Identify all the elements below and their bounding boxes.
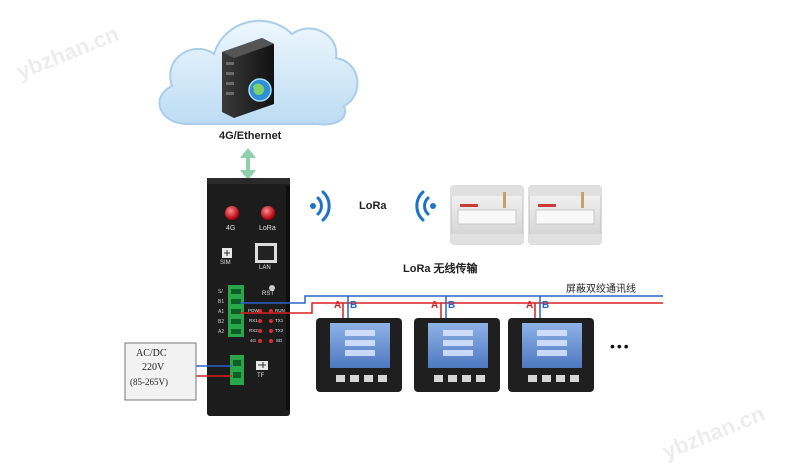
lan-label: LAN (259, 265, 271, 271)
status-leds (258, 309, 273, 343)
tx2-label: TX2 (275, 328, 284, 333)
led-4g-label: 4G (226, 225, 236, 232)
terminal-pin-labels: S/ B1 A1 B2 A2 (218, 289, 224, 335)
cloud-label: 4G/Ethernet (219, 130, 282, 142)
svg-text:A2: A2 (218, 329, 224, 335)
meter2-a-label: A (431, 300, 439, 311)
lora-module-2 (528, 185, 602, 245)
led-lora-label: LoRa (259, 225, 276, 232)
bus-cable-label: 屏蔽双绞通讯线 (566, 284, 636, 295)
bidirectional-arrow-icon (240, 148, 256, 180)
meter3-a-label: A (526, 300, 534, 311)
sd-label: SD (276, 338, 283, 343)
svg-text:B1: B1 (218, 299, 224, 305)
rs485-bus (240, 295, 663, 322)
tf-slot-icon (256, 361, 268, 370)
wireless-signal-icon (310, 190, 331, 222)
rst-label: RST (262, 291, 274, 297)
tf-label: TF (257, 373, 265, 379)
run-label: RUN (275, 308, 285, 313)
rx2-label: RX2 (249, 328, 258, 333)
meter3-b-label: B (542, 300, 550, 311)
power-line3: (85-265V) (130, 377, 168, 387)
lora-module-1 (450, 185, 524, 245)
meter1-a-label: A (334, 300, 342, 311)
terminal-block-icon (228, 285, 244, 337)
power-terminal-icon (230, 355, 244, 385)
power-meter-3 (508, 318, 594, 392)
wireless-signal-icon-2 (415, 190, 436, 222)
sim-slot-icon (222, 248, 232, 258)
more-devices-ellipsis: ••• (610, 338, 631, 354)
meter2-b-label: B (448, 300, 456, 311)
power-meter-1 (316, 318, 402, 392)
gateway-device (207, 178, 290, 416)
lan-port-icon (255, 243, 277, 263)
pow-label: POW (248, 308, 259, 313)
diagram-canvas: S/ B1 A1 B2 A2 (13, 19, 769, 465)
tx1-label: TX1 (275, 318, 284, 323)
diagram-svg: S/ B1 A1 B2 A2 (124, 19, 663, 416)
status-4g-label: 4G (250, 338, 257, 343)
svg-text:B2: B2 (218, 319, 224, 325)
server-icon (222, 38, 274, 118)
power-supply-box (124, 342, 197, 401)
sim-label: SIM (220, 260, 231, 266)
power-line1: AC/DC (136, 348, 167, 359)
led-lora-icon (261, 206, 275, 220)
svg-text:A1: A1 (218, 309, 224, 315)
meter1-b-label: B (350, 300, 358, 311)
rx1-label: RX1 (249, 318, 258, 323)
lora-wireless-label: LoRa 无线传输 (403, 263, 478, 275)
led-4g-icon (225, 206, 239, 220)
power-wires (196, 365, 232, 377)
reset-button-icon (269, 285, 275, 291)
svg-text:S/: S/ (218, 289, 223, 295)
lora-label: LoRa (359, 200, 387, 212)
power-meter-2 (414, 318, 500, 392)
power-line2: 220V (142, 362, 165, 373)
